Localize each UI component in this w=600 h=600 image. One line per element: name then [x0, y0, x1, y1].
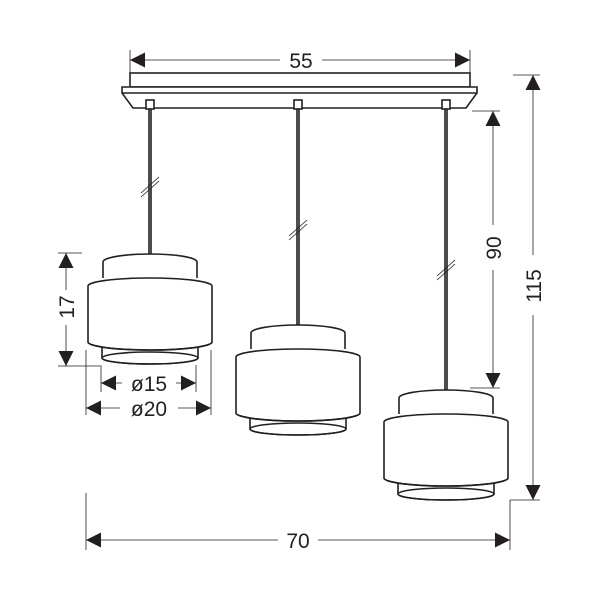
shade-top-tier [398, 389, 494, 414]
shade-middle-rim [383, 477, 509, 487]
dimension-inner-diameter: ø15 [100, 365, 197, 396]
ceiling-canopy [121, 72, 478, 109]
cable-break-mark [288, 219, 308, 237]
dimension-cable-length: 90 [470, 110, 506, 389]
dimension-outer-diameter: ø20 [85, 350, 212, 421]
dimension-canopy-width: 55 [129, 50, 471, 73]
shade-bottom-opening [249, 422, 347, 436]
shade-bottom-opening [397, 487, 495, 501]
cable-connector [145, 99, 155, 110]
shade-top-tier [102, 253, 198, 278]
dimension-total-width: 70 [85, 493, 511, 553]
cable-break-mark [436, 259, 456, 277]
shade-middle-tier [235, 348, 361, 422]
cable-connector [293, 99, 303, 110]
label-total-width: 70 [286, 530, 309, 553]
label-inner-diameter: ø15 [131, 373, 167, 396]
cable-break-mark [288, 223, 308, 241]
shade-bottom-opening [101, 351, 199, 365]
shade-middle-tier [87, 277, 213, 351]
shade-top-tier [250, 324, 346, 349]
label-cable-length: 90 [483, 236, 506, 259]
pendant-lamp-2 [235, 99, 361, 436]
label-shade-height: 17 [56, 295, 79, 318]
cable-break-mark [436, 263, 456, 281]
pendant-lamp-1 [87, 99, 213, 365]
label-canopy-width: 55 [289, 50, 312, 73]
cable-break-mark [140, 180, 160, 198]
shade-middle-rim [235, 412, 361, 422]
cable-break-mark [140, 176, 160, 194]
label-outer-diameter: ø20 [131, 398, 167, 421]
dimension-shade-height: 17 [56, 252, 100, 367]
pendant-lamp-3 [383, 99, 509, 501]
shade-middle-rim [87, 341, 213, 351]
dimension-total-height: 115 [510, 74, 546, 501]
label-total-height: 115 [523, 269, 546, 302]
shade-middle-tier [383, 413, 509, 487]
cable-connector [441, 99, 451, 110]
